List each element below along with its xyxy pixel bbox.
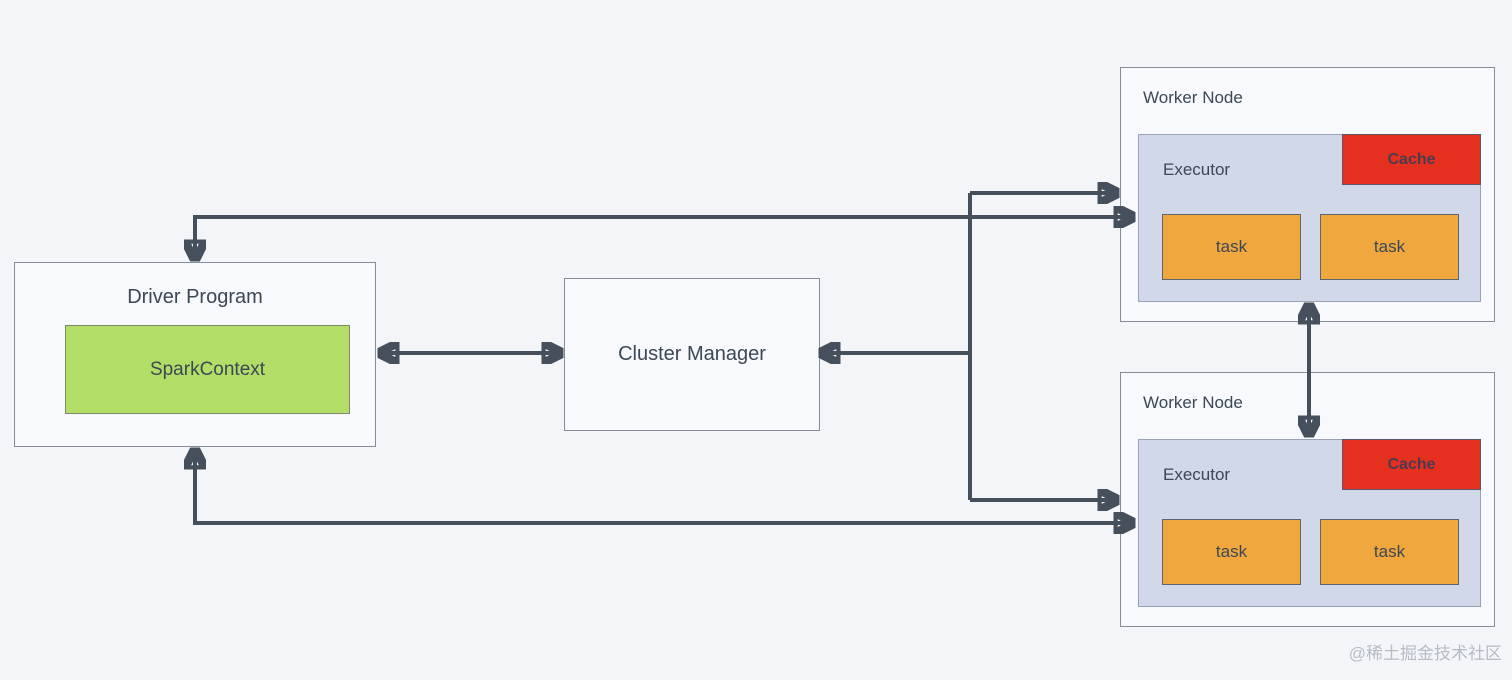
worker-node-2-title: Worker Node <box>1143 393 1243 412</box>
executor-1: Executor Cache task task <box>1138 134 1481 302</box>
cache-2-label: Cache <box>1387 455 1436 473</box>
cache-1: Cache <box>1342 134 1481 185</box>
task-label: task <box>1215 237 1248 256</box>
worker-node-2: Worker Node Executor Cache task task <box>1120 372 1495 627</box>
spark-context-label: SparkContext <box>149 358 266 380</box>
worker1-task-1: task <box>1162 214 1301 280</box>
arrow-driver-worker2 <box>195 451 1132 523</box>
worker1-task-2: task <box>1320 214 1459 280</box>
watermark-text: @稀土掘金技术社区 <box>1348 644 1502 663</box>
driver-program-node: Driver Program SparkContext <box>14 262 376 447</box>
task-label: task <box>1373 237 1406 256</box>
executor-2: Executor Cache task task <box>1138 439 1481 607</box>
executor-1-label: Executor <box>1163 160 1231 179</box>
worker-node-1-title: Worker Node <box>1143 88 1243 107</box>
cache-1-label: Cache <box>1387 150 1436 168</box>
spark-context-node: SparkContext <box>65 325 350 414</box>
arrow-driver-worker1 <box>195 217 1132 258</box>
worker2-task-1: task <box>1162 519 1301 585</box>
driver-program-title: Driver Program <box>127 286 263 308</box>
worker-node-1: Worker Node Executor Cache task task <box>1120 67 1495 322</box>
cache-2: Cache <box>1342 439 1481 490</box>
cluster-manager-node: Cluster Manager <box>564 278 820 431</box>
executor-2-label: Executor <box>1163 465 1231 484</box>
task-label: task <box>1215 542 1248 561</box>
cluster-manager-title: Cluster Manager <box>618 343 766 365</box>
worker2-task-2: task <box>1320 519 1459 585</box>
task-label: task <box>1373 542 1406 561</box>
